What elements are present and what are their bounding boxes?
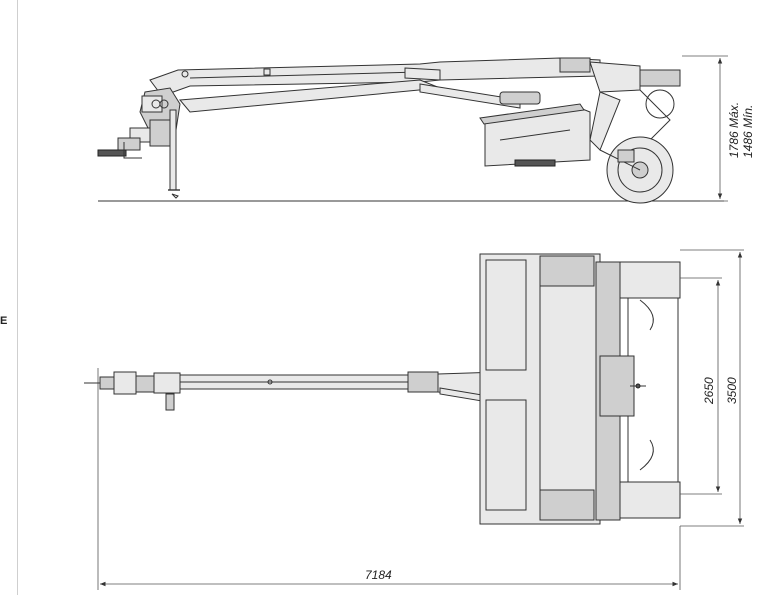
height-min-label: 1486 Mín. xyxy=(741,105,755,158)
top-hitch xyxy=(84,371,181,411)
outer-width-label: 3500 xyxy=(725,377,739,404)
top-cutter-deck xyxy=(479,253,601,525)
inner-width-label: 2650 xyxy=(702,377,716,405)
side-view xyxy=(97,55,728,204)
side-hitch xyxy=(97,87,181,159)
side-rear-frame xyxy=(559,57,681,151)
top-view xyxy=(84,249,744,590)
side-tie-bar xyxy=(404,67,541,109)
height-max-label: 1786 Máx. xyxy=(727,102,741,158)
side-drawbar xyxy=(149,57,601,113)
side-cutter-body xyxy=(479,103,591,167)
side-parking-stand xyxy=(168,109,180,199)
side-wheel xyxy=(599,136,674,204)
total-length-label: 7184 xyxy=(365,568,392,582)
left-page-rule xyxy=(17,0,18,595)
top-rear-frame xyxy=(595,261,681,521)
side-height-dimension xyxy=(682,55,728,202)
margin-letter: E xyxy=(0,315,8,327)
top-width-dimensions xyxy=(679,249,744,590)
